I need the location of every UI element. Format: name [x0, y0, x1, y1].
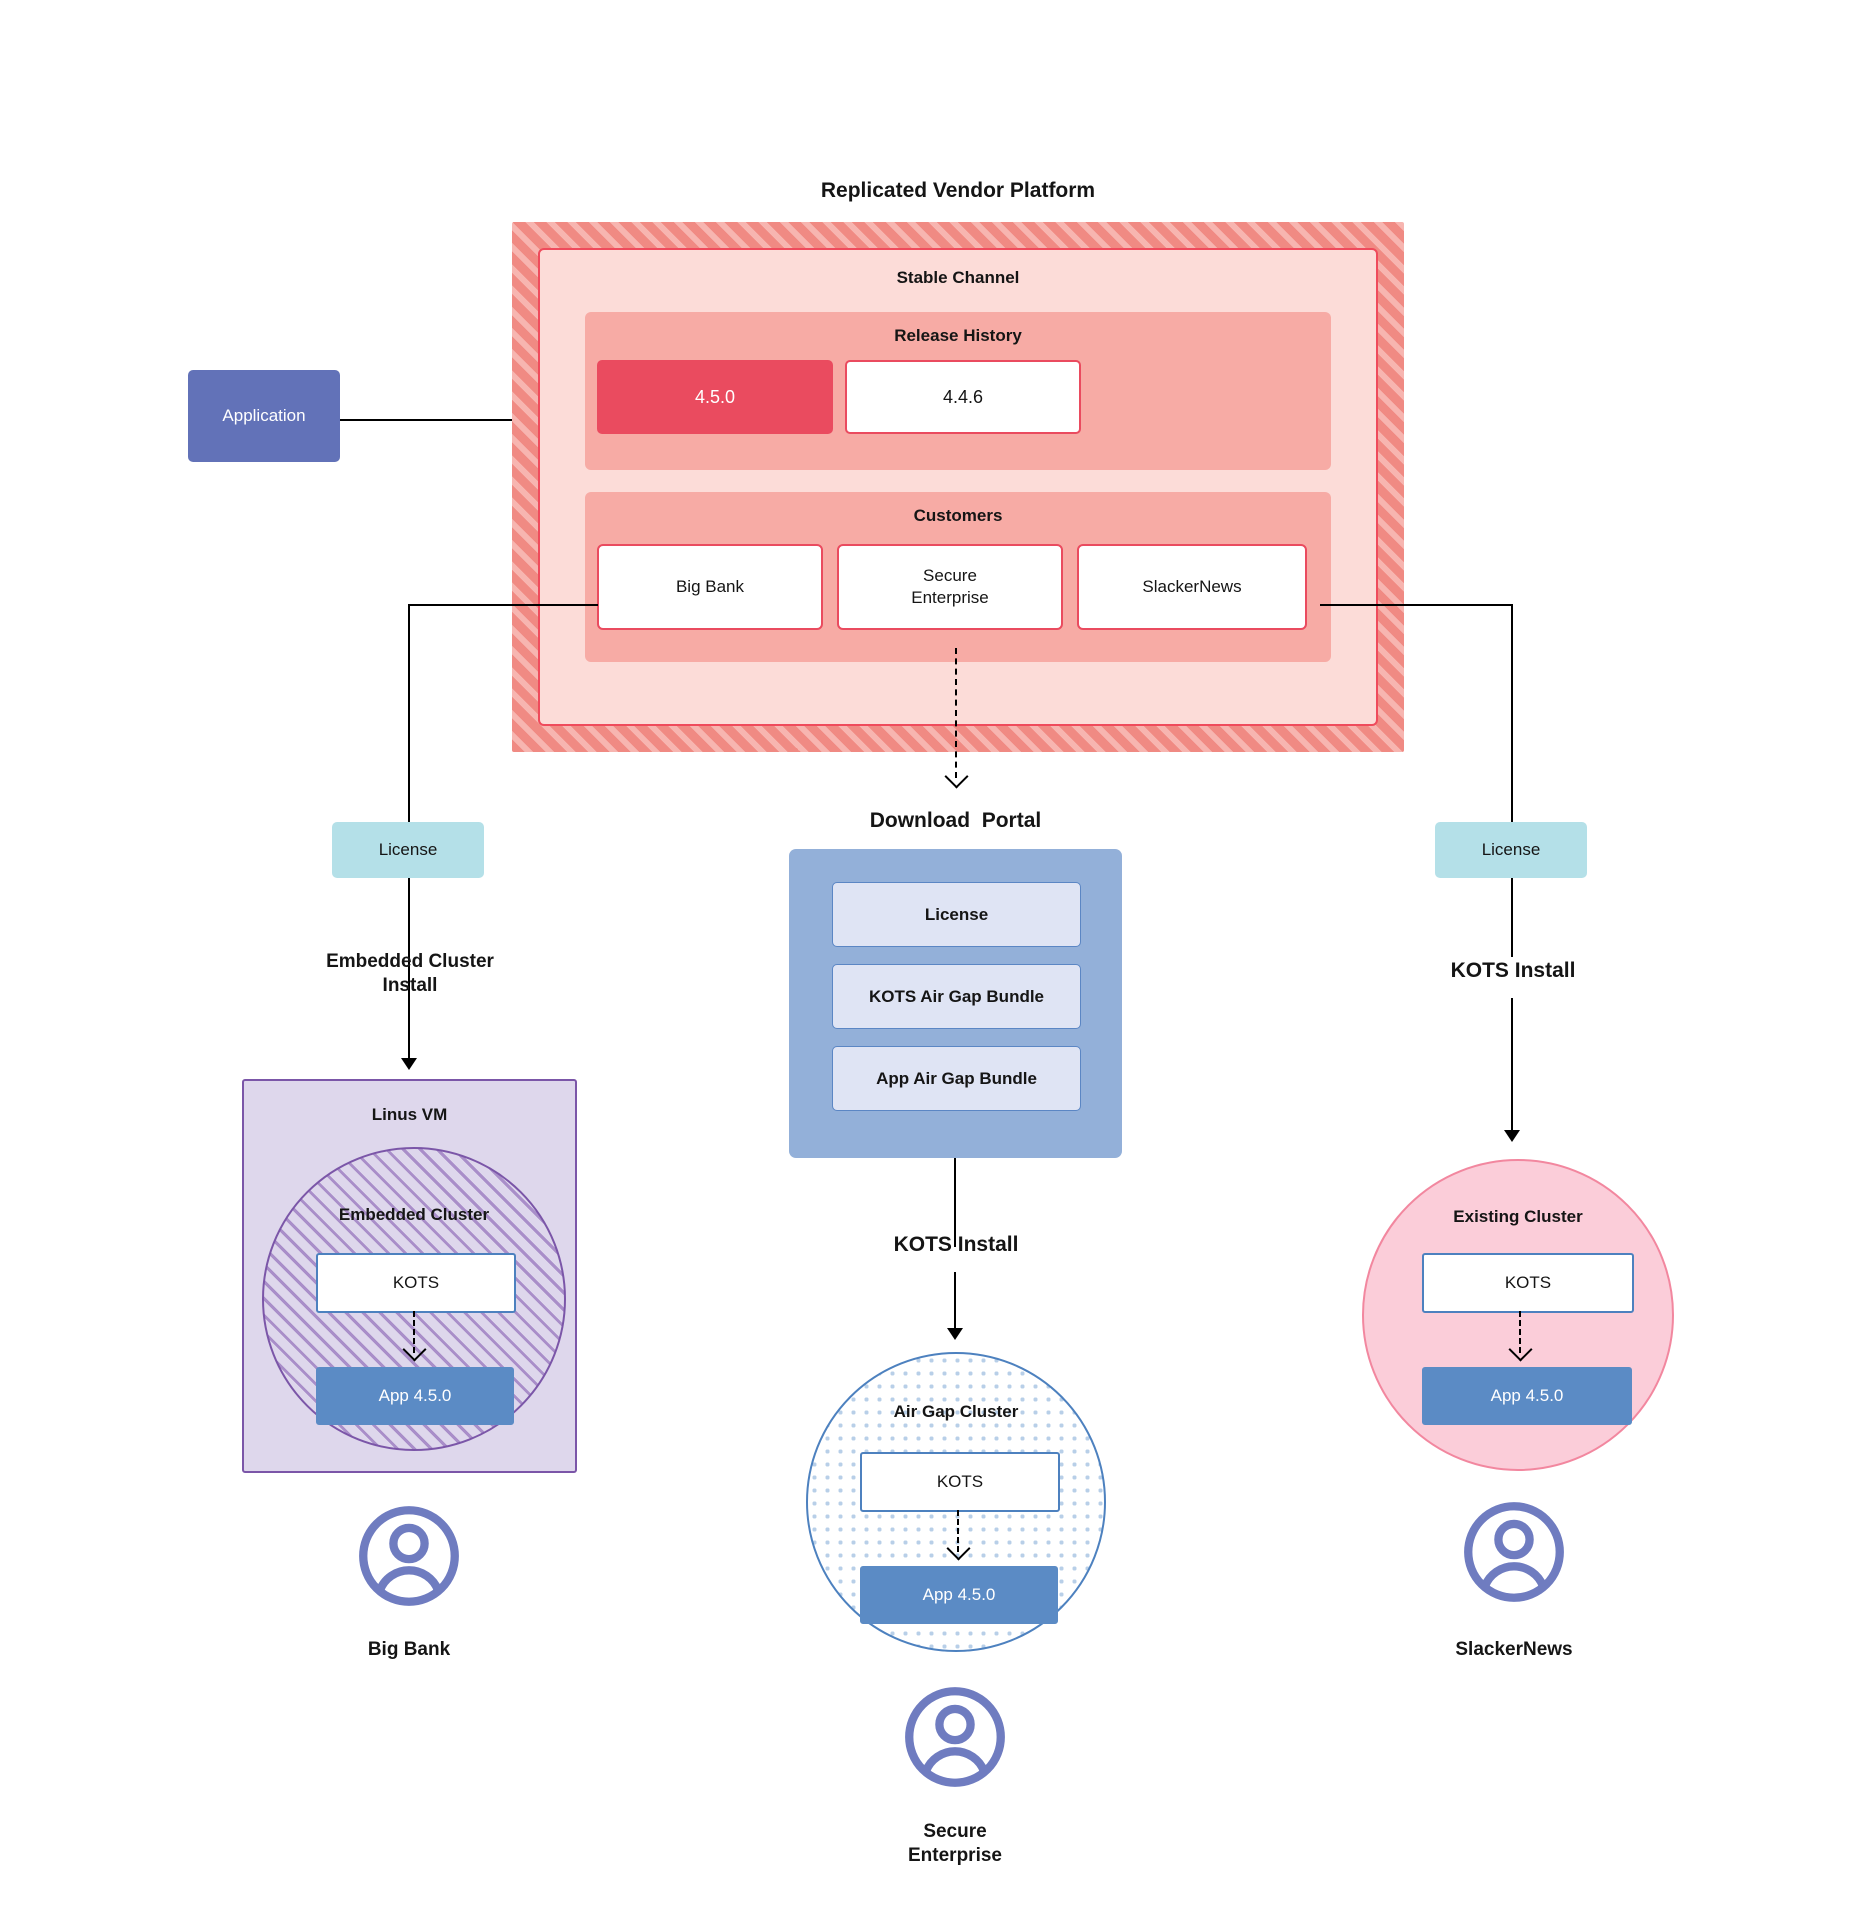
embedded-cluster-circle: Embedded Cluster KOTS App 4.5.0 [262, 1147, 566, 1451]
linux-vm-title: Linus VM [371, 1105, 448, 1124]
connector-kots-to-app-airgap [957, 1510, 959, 1552]
portal-item-license[interactable]: License [832, 882, 1081, 947]
airgap-cluster-title: Air Gap Cluster [893, 1402, 1019, 1421]
portal-item-app-air-gap-bundle[interactable]: App Air Gap Bundle [832, 1046, 1081, 1111]
release-version-label: 4.5.0 [694, 386, 736, 407]
license-label: License [1481, 840, 1541, 859]
license-label: License [378, 840, 438, 859]
connector-slackernews-vertical [1511, 604, 1514, 824]
connector-portal-to-install-label [954, 1158, 957, 1247]
kots-box-embedded[interactable]: KOTS [316, 1253, 516, 1313]
download-portal-container: License KOTS Air Gap Bundle App Air Gap … [789, 849, 1122, 1158]
customer-name-slackernews: SlackerNews [1455, 1639, 1573, 1660]
app-version-label: App 4.5.0 [1490, 1386, 1564, 1405]
connector-application-to-release [340, 419, 595, 422]
user-avatar-icon-big-bank [357, 1504, 461, 1608]
connector-kots-to-app-embedded [413, 1311, 415, 1353]
arrowhead-install-to-existing [1504, 1130, 1520, 1142]
connector-kots-to-app-existing [1519, 1311, 1521, 1353]
stable-channel-heading: Stable Channel [896, 268, 1020, 287]
kots-install-label-center: KOTS Install [893, 1233, 1019, 1256]
vendor-platform-container: Stable Channel Release History 4.5.0 4.4… [512, 222, 1404, 752]
linux-vm-container: Linus VM Embedded Cluster KOTS App 4.5.0 [242, 1079, 577, 1473]
app-version-label: App 4.5.0 [922, 1585, 996, 1604]
stable-channel-container: Stable Channel Release History 4.5.0 4.4… [538, 248, 1378, 726]
release-version-label: 4.4.6 [942, 386, 984, 407]
user-avatar-icon-secure-enterprise [903, 1685, 1007, 1789]
customers-panel: Customers Big Bank Secure Enterprise Sla… [585, 492, 1331, 662]
existing-cluster-circle: Existing Cluster KOTS App 4.5.0 [1362, 1159, 1674, 1471]
arrowhead-install-to-airgap [947, 1328, 963, 1340]
arrowhead-secure-enterprise-dashed [944, 764, 969, 789]
kots-label: KOTS [936, 1472, 984, 1491]
connector-install-to-airgap [954, 1272, 957, 1332]
portal-item-label: App Air Gap Bundle [876, 1068, 1037, 1088]
customer-chip-label: SlackerNews [1142, 576, 1242, 596]
page-title: Replicated Vendor Platform [820, 179, 1096, 202]
app-box-existing[interactable]: App 4.5.0 [1422, 1367, 1632, 1425]
application-box[interactable]: Application [188, 370, 340, 462]
kots-install-label-right: KOTS Install [1450, 959, 1576, 982]
arrowhead-kots-to-app-embedded [402, 1337, 427, 1362]
connector-license-to-vm [408, 878, 411, 1060]
customer-chip-secure-enterprise[interactable]: Secure Enterprise [837, 544, 1063, 630]
portal-item-kots-air-gap-bundle[interactable]: KOTS Air Gap Bundle [832, 964, 1081, 1029]
kots-label: KOTS [392, 1273, 440, 1292]
customer-chip-label: Secure Enterprise [911, 565, 989, 607]
customer-name-secure-enterprise: Secure Enterprise [908, 1821, 1002, 1866]
release-history-heading: Release History [894, 326, 1022, 345]
customers-heading: Customers [913, 506, 1003, 525]
arrowhead-kots-to-app-existing [1508, 1337, 1533, 1362]
download-portal-title: Download Portal [869, 809, 1042, 832]
customer-chip-slackernews[interactable]: SlackerNews [1077, 544, 1307, 630]
kots-box-existing[interactable]: KOTS [1422, 1253, 1634, 1313]
connector-install-to-existing [1511, 998, 1514, 1133]
release-chip-previous[interactable]: 4.4.6 [845, 360, 1081, 434]
app-box-airgap[interactable]: App 4.5.0 [860, 1566, 1058, 1624]
kots-label: KOTS [1504, 1273, 1552, 1292]
customer-chip-label: Big Bank [675, 576, 745, 596]
portal-item-label: KOTS Air Gap Bundle [868, 986, 1045, 1006]
embedded-cluster-title: Embedded Cluster [338, 1205, 490, 1224]
connector-bigbank-vertical [408, 604, 411, 824]
arrowhead-kots-to-app-airgap [946, 1536, 971, 1561]
user-avatar-icon-slackernews [1462, 1500, 1566, 1604]
release-history-panel: Release History 4.5.0 4.4.6 [585, 312, 1331, 470]
customer-name-big-bank: Big Bank [367, 1639, 451, 1660]
arrowhead-license-to-vm [401, 1058, 417, 1070]
embedded-cluster-install-label: Embedded Cluster Install [326, 951, 494, 996]
license-pill-left[interactable]: License [332, 822, 484, 878]
kots-box-airgap[interactable]: KOTS [860, 1452, 1060, 1512]
license-pill-right[interactable]: License [1435, 822, 1587, 878]
customer-chip-big-bank[interactable]: Big Bank [597, 544, 823, 630]
app-version-label: App 4.5.0 [378, 1386, 452, 1405]
application-label: Application [222, 406, 306, 425]
app-box-embedded[interactable]: App 4.5.0 [316, 1367, 514, 1425]
existing-cluster-title: Existing Cluster [1453, 1207, 1583, 1226]
connector-license-to-install-right [1511, 878, 1514, 957]
connector-secure-enterprise-dashed [955, 648, 957, 778]
portal-item-label: License [924, 904, 989, 924]
release-chip-current[interactable]: 4.5.0 [597, 360, 833, 434]
connector-bigbank-horizontal [408, 604, 598, 607]
connector-slackernews-horizontal [1320, 604, 1513, 607]
airgap-cluster-circle: Air Gap Cluster KOTS App 4.5.0 [806, 1352, 1106, 1652]
